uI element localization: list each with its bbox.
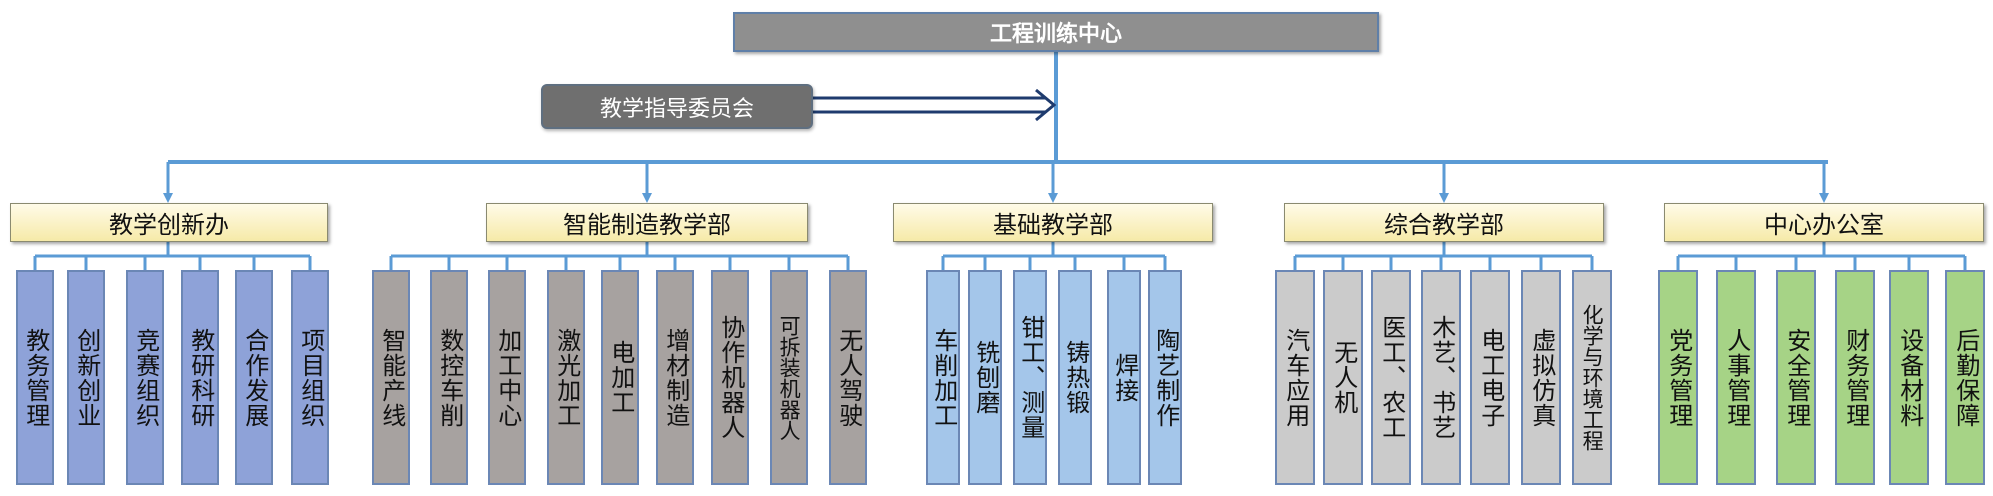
unit-label: 无人驾驶 [834,327,863,428]
unit-label: 车削加工 [929,327,958,428]
unit-node: 增材制造 [656,270,694,485]
unit-node: 汽车应用 [1275,270,1315,485]
unit-node: 无人驾驶 [829,270,867,485]
advisory-committee-node: 教学指导委员会 [541,84,813,129]
unit-node: 后勤保障 [1945,270,1985,485]
unit-label: 可拆装机器人 [777,314,802,441]
unit-node: 无人机 [1323,270,1363,485]
unit-label: 电工电子 [1476,327,1505,428]
unit-node: 车削加工 [926,270,960,485]
unit-label: 木艺、书艺 [1427,315,1456,440]
unit-node: 电加工 [601,270,639,485]
unit-node: 合作发展 [235,270,273,485]
unit-node: 人事管理 [1716,270,1756,485]
unit-label: 协作机器人 [716,315,745,440]
unit-node: 焊接 [1107,270,1141,485]
root-node: 工程训练中心 [733,12,1379,52]
unit-label: 财务管理 [1841,327,1870,428]
unit-node: 虚拟仿真 [1521,270,1561,485]
dept-node-intelligent-manufacturing: 智能制造教学部 [486,203,808,242]
unit-node: 钳工、测量 [1013,270,1047,485]
unit-node: 激光加工 [547,270,585,485]
unit-node: 项目组织 [291,270,329,485]
unit-label: 竞赛组织 [131,327,160,428]
unit-node: 智能产线 [372,270,410,485]
unit-node: 创新创业 [67,270,105,485]
unit-node: 铣刨磨 [968,270,1002,485]
unit-label: 项目组织 [296,327,325,428]
unit-label: 铸热锻 [1061,340,1090,415]
unit-node: 设备材料 [1889,270,1929,485]
unit-node: 加工中心 [488,270,526,485]
unit-node: 电工电子 [1470,270,1510,485]
unit-node: 木艺、书艺 [1421,270,1461,485]
dept-node-basic-teaching: 基础教学部 [893,203,1213,242]
unit-node: 数控车削 [430,270,468,485]
unit-node: 教务管理 [16,270,54,485]
unit-node: 竞赛组织 [126,270,164,485]
unit-label: 钳工、测量 [1016,315,1045,440]
unit-node: 财务管理 [1835,270,1875,485]
unit-label: 党务管理 [1664,327,1693,428]
unit-node: 教研科研 [181,270,219,485]
unit-node: 党务管理 [1658,270,1698,485]
unit-label: 焊接 [1110,352,1139,403]
unit-label: 设备材料 [1895,327,1924,428]
unit-label: 医工、农工 [1377,315,1406,440]
unit-node: 安全管理 [1776,270,1816,485]
advisory-arrow [813,88,1057,122]
unit-label: 后勤保障 [1951,327,1980,428]
unit-label: 教务管理 [21,327,50,428]
unit-label: 加工中心 [493,327,522,428]
dept-node-teaching-innovation: 教学创新办 [10,203,328,242]
unit-node: 协作机器人 [711,270,749,485]
unit-node: 陶艺制作 [1148,270,1182,485]
unit-label: 人事管理 [1722,327,1751,428]
unit-label: 教研科研 [186,327,215,428]
unit-label: 安全管理 [1782,327,1811,428]
unit-label: 激光加工 [552,327,581,428]
unit-label: 汽车应用 [1281,327,1310,428]
unit-label: 铣刨磨 [971,340,1000,415]
unit-label: 陶艺制作 [1151,327,1180,428]
dept-node-center-office: 中心办公室 [1664,203,1984,242]
unit-label: 虚拟仿真 [1527,327,1556,428]
unit-label: 数控车削 [435,327,464,428]
unit-label: 无人机 [1329,340,1358,415]
unit-node: 化学与环境工程 [1572,270,1612,485]
unit-label: 合作发展 [240,327,269,428]
unit-label: 创新创业 [72,327,101,428]
unit-label: 电加工 [606,340,635,415]
unit-label: 智能产线 [377,327,406,428]
unit-label: 增材制造 [661,327,690,428]
dept-node-comprehensive-teaching: 综合教学部 [1284,203,1604,242]
unit-node: 铸热锻 [1058,270,1092,485]
unit-node: 医工、农工 [1371,270,1411,485]
unit-label: 化学与环境工程 [1580,304,1605,451]
unit-node: 可拆装机器人 [770,270,808,485]
